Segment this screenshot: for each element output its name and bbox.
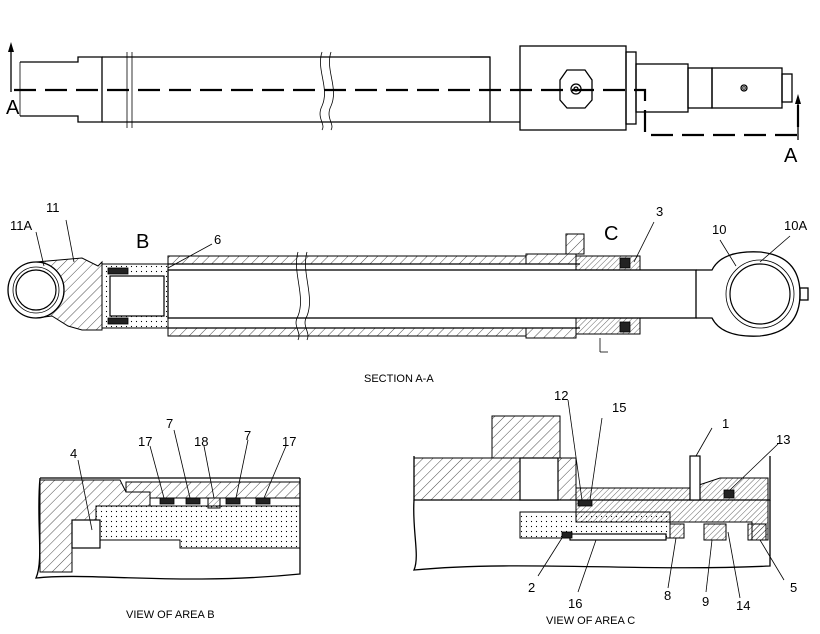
section-mark-a-right: A — [784, 145, 798, 167]
callout-5: 5 — [790, 580, 797, 595]
section-title: SECTION A-A — [364, 373, 434, 385]
callout-11a: 11A — [10, 218, 32, 233]
callout-12: 12 — [554, 388, 568, 403]
callout-10a: 10A — [784, 218, 807, 233]
callout-16: 16 — [568, 596, 582, 611]
callout-17-left: 17 — [138, 434, 152, 449]
callout-7-right: 7 — [244, 428, 251, 443]
callout-17-right: 17 — [282, 434, 296, 449]
callout-1: 1 — [722, 416, 729, 431]
callout-9: 9 — [702, 594, 709, 609]
callout-3: 3 — [656, 204, 663, 219]
external-view: A A — [6, 42, 801, 167]
section-a-a: 11A 11 B 6 C 3 10 10A SECTION A-A — [7, 200, 809, 385]
callout-11: 11 — [46, 200, 60, 215]
area-c-caption: VIEW OF AREA C — [546, 615, 635, 627]
callout-13: 13 — [776, 432, 790, 447]
area-c-label: C — [604, 223, 618, 245]
callout-14: 14 — [736, 598, 750, 613]
callout-8: 8 — [664, 588, 671, 603]
section-mark-a-left: A — [6, 97, 20, 119]
callout-4: 4 — [70, 446, 77, 461]
callout-2: 2 — [528, 580, 535, 595]
callout-6: 6 — [214, 232, 221, 247]
callout-10: 10 — [712, 222, 726, 237]
view-area-c: 12 15 1 13 2 16 8 9 14 5 VIEW OF AREA C — [412, 388, 797, 627]
callout-7-left: 7 — [166, 416, 173, 431]
view-area-b: 4 17 7 18 7 17 VIEW OF AREA B — [34, 416, 301, 621]
area-b-caption: VIEW OF AREA B — [126, 609, 215, 621]
callout-15: 15 — [612, 400, 626, 415]
callout-18: 18 — [194, 434, 208, 449]
area-b-label: B — [136, 231, 149, 253]
